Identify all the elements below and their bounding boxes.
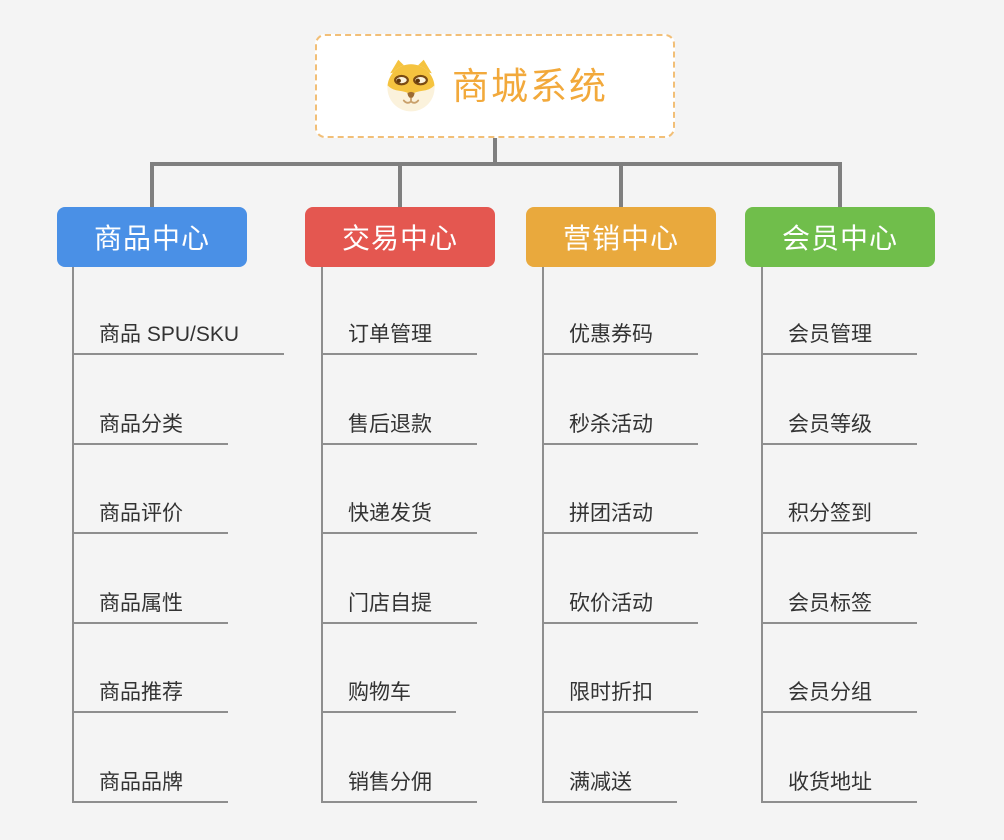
connector-drop-marketing xyxy=(619,164,623,208)
leaf-node[interactable]: 会员等级 xyxy=(761,411,917,445)
leaf-node[interactable]: 优惠券码 xyxy=(542,321,698,355)
branch-node-marketing-center[interactable]: 营销中心 xyxy=(526,207,716,267)
root-title: 商城系统 xyxy=(452,65,608,107)
child-spine-member-center xyxy=(761,267,763,803)
leaf-node[interactable]: 秒杀活动 xyxy=(542,411,698,445)
leaf-node[interactable]: 会员管理 xyxy=(761,321,917,355)
leaf-node[interactable]: 售后退款 xyxy=(321,411,477,445)
leaf-node[interactable]: 订单管理 xyxy=(321,321,477,355)
leaf-node[interactable]: 商品评价 xyxy=(72,500,228,534)
leaf-node[interactable]: 商品属性 xyxy=(72,590,228,624)
connector-root-stem xyxy=(493,137,497,164)
leaf-node[interactable]: 拼团活动 xyxy=(542,500,698,534)
leaf-node[interactable]: 收货地址 xyxy=(761,769,917,803)
child-spine-trade-center xyxy=(321,267,323,803)
leaf-node[interactable]: 会员分组 xyxy=(761,679,917,713)
leaf-node[interactable]: 销售分佣 xyxy=(321,769,477,803)
leaf-node[interactable]: 砍价活动 xyxy=(542,590,698,624)
root-node-mall-system[interactable]: 商城系统 xyxy=(315,34,675,138)
connector-bus xyxy=(150,162,842,166)
leaf-node[interactable]: 商品 SPU/SKU xyxy=(72,321,285,355)
connector-drop-trade xyxy=(398,164,402,208)
leaf-node[interactable]: 商品品牌 xyxy=(72,769,228,803)
leaf-node[interactable]: 门店自提 xyxy=(321,590,477,624)
leaf-node[interactable]: 满减送 xyxy=(542,769,677,803)
leaf-node[interactable]: 限时折扣 xyxy=(542,679,698,713)
connector-drop-members xyxy=(838,164,842,208)
leaf-node[interactable]: 会员标签 xyxy=(761,590,917,624)
dog-icon xyxy=(382,57,440,115)
leaf-node[interactable]: 商品分类 xyxy=(72,411,228,445)
branch-node-product-center[interactable]: 商品中心 xyxy=(57,207,247,267)
branch-node-member-center[interactable]: 会员中心 xyxy=(745,207,935,267)
leaf-node[interactable]: 商品推荐 xyxy=(72,679,228,713)
leaf-node[interactable]: 积分签到 xyxy=(761,500,917,534)
connector-drop-products xyxy=(150,164,154,208)
branch-node-trade-center[interactable]: 交易中心 xyxy=(305,207,495,267)
leaf-node[interactable]: 购物车 xyxy=(321,679,456,713)
child-spine-product-center xyxy=(72,267,74,803)
child-spine-marketing-center xyxy=(542,267,544,803)
leaf-node[interactable]: 快递发货 xyxy=(321,500,477,534)
